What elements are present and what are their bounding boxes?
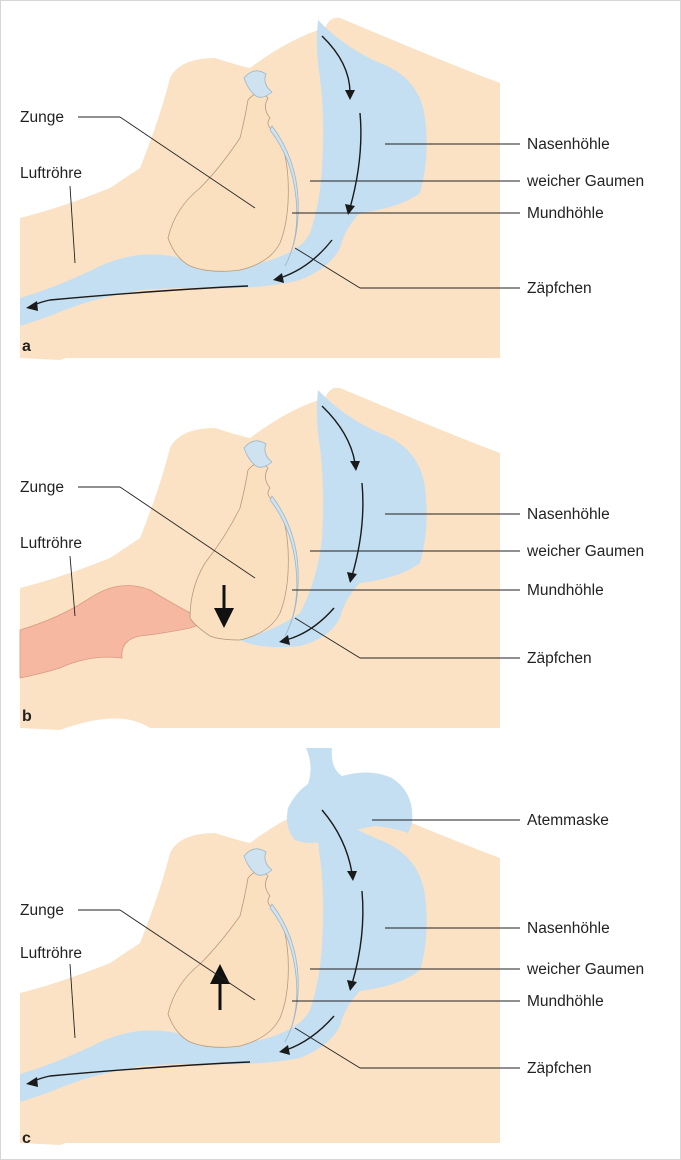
panel-c-illustration: Atemmaske Zunge Luftröhre Nasenhöhle wei… — [0, 748, 681, 1153]
label-oral-cavity: Mundhöhle — [527, 205, 604, 222]
label-trachea: Luftröhre — [20, 945, 82, 962]
panel-c: Atemmaske Zunge Luftröhre Nasenhöhle wei… — [0, 748, 681, 1153]
panel-b-illustration: Zunge Luftröhre Nasenhöhle weicher Gaume… — [0, 378, 681, 748]
label-nasal-cavity: Nasenhöhle — [527, 920, 610, 937]
panel-b: Zunge Luftröhre Nasenhöhle weicher Gaume… — [0, 378, 681, 748]
label-uvula: Zäpfchen — [527, 1060, 592, 1077]
label-trachea: Luftröhre — [20, 165, 82, 182]
label-oral-cavity: Mundhöhle — [527, 582, 604, 599]
label-trachea: Luftröhre — [20, 535, 82, 552]
panel-label-c: c — [22, 1130, 31, 1147]
label-uvula: Zäpfchen — [527, 650, 592, 667]
label-uvula: Zäpfchen — [527, 280, 592, 297]
label-nasal-cavity: Nasenhöhle — [527, 506, 610, 523]
panel-a: Zunge Luftröhre Nasenhöhle weicher Gaume… — [0, 8, 681, 378]
label-soft-palate: weicher Gaumen — [526, 173, 644, 190]
label-soft-palate: weicher Gaumen — [526, 961, 644, 978]
label-nasal-cavity: Nasenhöhle — [527, 136, 610, 153]
label-soft-palate: weicher Gaumen — [526, 543, 644, 560]
label-oral-cavity: Mundhöhle — [527, 993, 604, 1010]
label-breathing-mask: Atemmaske — [527, 812, 609, 829]
panel-label-a: a — [22, 338, 31, 355]
label-tongue: Zunge — [20, 109, 64, 126]
label-tongue: Zunge — [20, 902, 64, 919]
label-tongue: Zunge — [20, 479, 64, 496]
panel-a-illustration: Zunge Luftröhre Nasenhöhle weicher Gaume… — [0, 8, 681, 378]
panel-label-b: b — [22, 708, 32, 725]
